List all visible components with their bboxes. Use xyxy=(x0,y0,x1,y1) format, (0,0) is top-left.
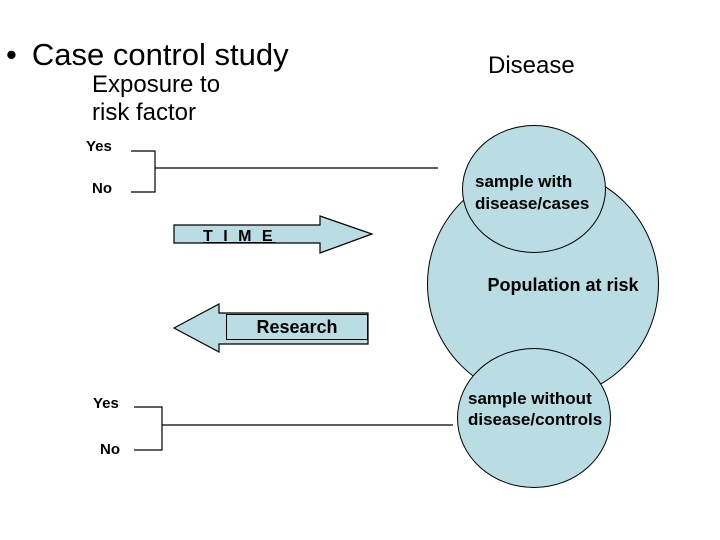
cases-circle-label-line1: sample with xyxy=(475,172,573,191)
exposure-label: Exposure to risk factor xyxy=(92,71,220,127)
controls-circle-label-line1: sample without xyxy=(468,389,592,408)
cases-circle-label: sample with disease/cases xyxy=(475,171,589,215)
bottom-branch-yes-label: Yes xyxy=(93,395,119,412)
cases-circle-label-line2: disease/cases xyxy=(475,194,590,213)
bottom-branch-bracket-line xyxy=(134,406,453,451)
bullet-icon: • xyxy=(6,37,17,72)
research-label-box: Research xyxy=(226,314,368,340)
slide-title: Case control study xyxy=(31,37,289,72)
controls-circle xyxy=(457,348,611,488)
cases-circle xyxy=(462,125,606,253)
disease-label: Disease xyxy=(488,52,575,79)
bottom-branch-no-label: No xyxy=(100,441,120,458)
controls-circle-label-line2: disease/controls xyxy=(468,410,603,429)
population-circle-label: Population at risk xyxy=(487,275,639,295)
top-branch-no-label: No xyxy=(92,180,112,197)
slide-title-row: • Case control study xyxy=(6,39,289,70)
controls-circle-label: sample without disease/controls xyxy=(468,388,602,430)
top-branch-yes-label: Yes xyxy=(86,138,112,155)
exposure-label-line1: Exposure to xyxy=(92,71,221,98)
exposure-label-line2: risk factor xyxy=(92,99,197,126)
time-arrow-label: T I M E xyxy=(203,228,276,245)
top-branch-bracket-line xyxy=(131,150,438,193)
research-label: Research xyxy=(256,316,338,337)
